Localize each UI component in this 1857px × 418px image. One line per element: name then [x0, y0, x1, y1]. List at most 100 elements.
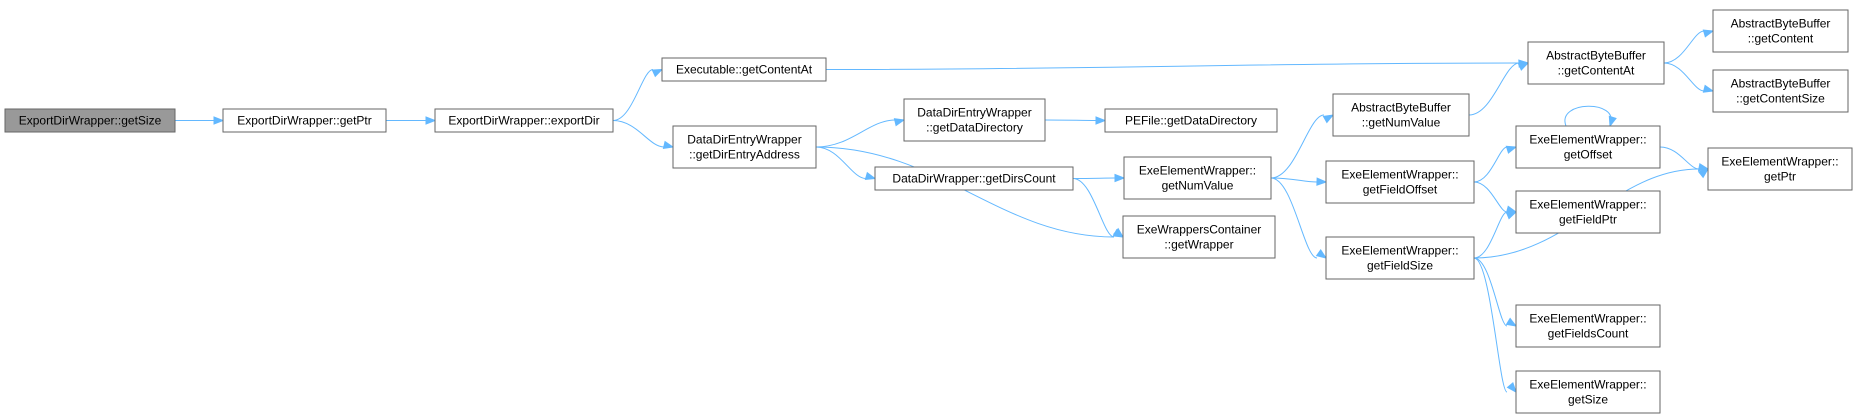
node-label: getFieldSize [1367, 259, 1433, 273]
edge-line [1473, 257, 1508, 327]
graph-edge [815, 146, 1125, 238]
node-label: ::getNumValue [1362, 116, 1441, 130]
edge-line [1270, 177, 1318, 183]
node-label: getFieldsCount [1548, 327, 1629, 341]
node-box [1707, 147, 1853, 191]
node-box [1515, 125, 1661, 169]
node-label: ExeElementWrapper:: [1529, 312, 1646, 326]
node-label: ExeElementWrapper:: [1529, 198, 1646, 212]
graph-edge [1468, 62, 1530, 116]
node-label: ::getContentAt [1558, 64, 1635, 78]
node-box [1122, 215, 1276, 259]
edge-line [1473, 257, 1508, 393]
node-box [1515, 370, 1661, 414]
graph-edge [1659, 146, 1710, 172]
graph-node[interactable]: DataDirWrapper::getDirsCount [874, 166, 1074, 191]
node-box [1325, 160, 1475, 204]
edge-arrowhead [1505, 145, 1518, 154]
node-box [1712, 69, 1849, 113]
node-box [672, 125, 817, 169]
node-label: getFieldOffset [1363, 183, 1438, 197]
graph-node[interactable]: ExeElementWrapper::getNumValue [1123, 156, 1272, 200]
node-box [661, 57, 827, 82]
edge-arrowhead [1505, 211, 1518, 220]
edge-arrowhead [1697, 163, 1710, 172]
graph-node[interactable]: ExeElementWrapper::getFieldsCount [1515, 304, 1661, 348]
edge-arrowhead [1112, 228, 1125, 238]
node-box [1332, 93, 1470, 137]
edge-line [1270, 177, 1318, 259]
graph-node[interactable]: Executable::getContentAt [661, 57, 827, 82]
edge-arrowhead [1315, 249, 1328, 259]
graph-node[interactable]: ExportDirWrapper::exportDir [434, 108, 614, 133]
edge-line [1072, 177, 1116, 179]
node-box [1325, 236, 1475, 280]
edge-arrowhead [1114, 173, 1126, 183]
graph-edge [825, 59, 1530, 70]
graph-edge [815, 118, 906, 148]
graph-edge [612, 120, 675, 149]
node-label: ExportDirWrapper::getPtr [237, 114, 372, 128]
node-label: DataDirEntryWrapper [687, 133, 801, 147]
graph-node[interactable]: AbstractByteBuffer::getContentSize [1712, 69, 1849, 113]
node-box [874, 166, 1074, 191]
node-label: ::getDataDirectory [926, 121, 1023, 135]
edge-line [1564, 105, 1612, 127]
node-label: DataDirEntryWrapper [917, 106, 1031, 120]
graph-node[interactable]: ExeWrappersContainer::getWrapper [1122, 215, 1276, 259]
graph-edge [1044, 116, 1107, 125]
edge-line [815, 119, 896, 148]
graph-node[interactable]: DataDirEntryWrapper::getDataDirectory [903, 98, 1046, 142]
edge-line [1473, 181, 1508, 213]
edge-line [1663, 30, 1705, 64]
edges-layer [175, 29, 1715, 394]
edge-arrowhead [864, 171, 877, 181]
node-box [1123, 156, 1272, 200]
graph-node[interactable]: ExeElementWrapper::getOffset [1515, 125, 1661, 169]
graph-edge [1473, 181, 1518, 214]
edge-arrowhead [1608, 115, 1617, 128]
graph-node[interactable]: ExeElementWrapper::getPtr [1707, 147, 1853, 191]
graph-edge [815, 146, 877, 181]
graph-node[interactable]: DataDirEntryWrapper::getDirEntryAddress [672, 125, 817, 169]
graph-edge [175, 116, 225, 125]
graph-edge [1270, 177, 1328, 259]
edge-arrowhead [1316, 177, 1328, 186]
graph-node[interactable]: ExportDirWrapper::getPtr [222, 108, 387, 133]
nodes-layer: ExportDirWrapper::getSize ExportDirWrappe… [4, 9, 1853, 414]
edge-line [1072, 178, 1115, 238]
edge-line [825, 62, 1520, 70]
graph-edge [1473, 257, 1517, 394]
edge-arrowhead [651, 68, 664, 78]
edge-arrowhead [1702, 84, 1715, 93]
graph-node[interactable]: ExeElementWrapper::getFieldPtr [1515, 190, 1661, 234]
graph-node[interactable]: ExeElementWrapper::getFieldSize [1325, 236, 1475, 280]
graph-edge [1072, 173, 1126, 183]
graph-edge [1473, 257, 1518, 327]
node-label: AbstractByteBuffer [1731, 17, 1831, 31]
node-label: Executable::getContentAt [676, 63, 813, 77]
graph-edge [1663, 29, 1715, 64]
node-label: ExeElementWrapper:: [1341, 168, 1458, 182]
node-box [1104, 108, 1278, 133]
edge-arrowhead [1505, 317, 1518, 327]
node-label: ::getWrapper [1164, 238, 1233, 252]
node-label: ExeElementWrapper:: [1721, 155, 1838, 169]
edge-line [1044, 119, 1097, 121]
graph-edge [1270, 114, 1335, 179]
graph-node[interactable]: AbstractByteBuffer::getContent [1712, 9, 1849, 53]
edge-line [1473, 146, 1508, 183]
graph-node[interactable]: AbstractByteBuffer::getContentAt [1527, 41, 1665, 85]
graph-node[interactable]: PEFile::getDataDirectory [1104, 108, 1278, 133]
edge-arrowhead [425, 116, 437, 125]
graph-node[interactable]: AbstractByteBuffer::getNumValue [1332, 93, 1470, 137]
graph-node[interactable]: ExeElementWrapper::getFieldOffset [1325, 160, 1475, 204]
edge-arrowhead [1517, 62, 1530, 71]
graph-node[interactable]: ExeElementWrapper::getSize [1515, 370, 1661, 414]
node-label: AbstractByteBuffer [1731, 77, 1831, 91]
graph-node[interactable]: ExportDirWrapper::getSize [4, 108, 176, 133]
node-label: ExportDirWrapper::getSize [19, 114, 162, 128]
edge-arrowhead [1322, 114, 1335, 124]
edge-line [1663, 62, 1705, 92]
